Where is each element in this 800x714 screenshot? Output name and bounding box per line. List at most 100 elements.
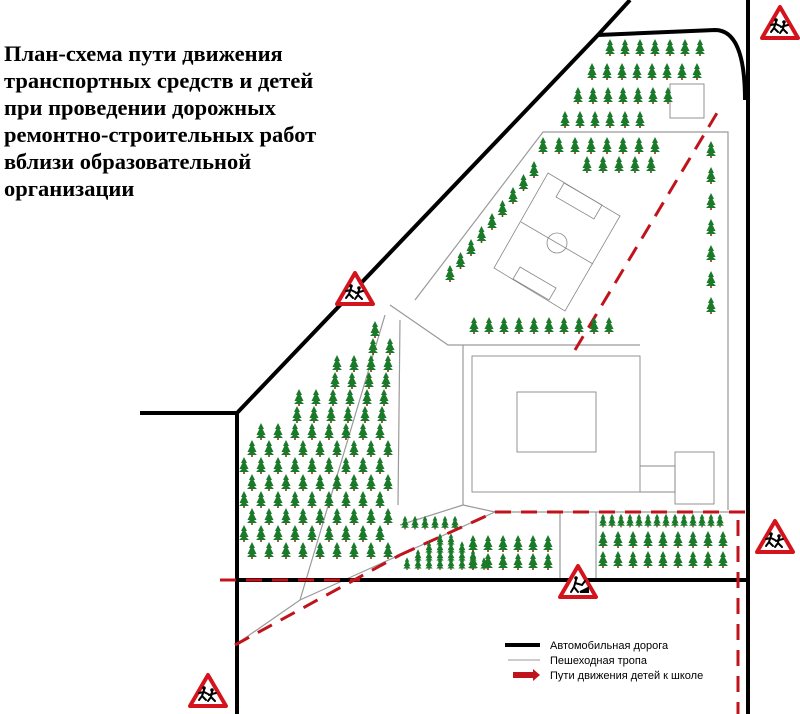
tree-icon <box>718 531 728 548</box>
tree-icon <box>377 406 387 423</box>
tree-icon <box>360 406 370 423</box>
tree-icon <box>264 440 274 457</box>
tree-icon <box>706 193 716 210</box>
tree-icon <box>256 457 266 474</box>
tree-icon <box>366 542 376 559</box>
tree-icon <box>559 317 569 334</box>
tree-icon <box>588 87 598 104</box>
tree-icon <box>298 440 308 457</box>
tree-icon <box>613 551 623 568</box>
tree-icon <box>689 513 697 528</box>
tree-icon <box>311 389 321 406</box>
tree-icon <box>598 531 608 548</box>
tree-icon <box>643 531 653 548</box>
tree-icon <box>707 513 715 528</box>
tree-icon <box>718 551 728 568</box>
tree-icon <box>543 553 553 570</box>
tree-icon <box>544 317 554 334</box>
tree-icon <box>680 39 690 56</box>
tree-icon <box>290 491 300 508</box>
children-crossing-sign-icon <box>760 5 800 40</box>
tree-icon <box>332 508 342 525</box>
tree-icon <box>436 557 444 570</box>
tree-icon <box>290 423 300 440</box>
tree-icon <box>247 474 257 491</box>
tree-icon <box>366 440 376 457</box>
tree-icon <box>281 542 291 559</box>
tree-icon <box>451 515 459 530</box>
tree-icon <box>706 245 716 262</box>
tree-icon <box>514 317 524 334</box>
legend: Автомобильная дорога Пешеходная тропа Пу… <box>505 640 703 682</box>
tree-icon <box>375 491 385 508</box>
tree-icon <box>281 474 291 491</box>
tree-icon <box>330 372 340 389</box>
tree-icon <box>618 137 628 154</box>
tree-icon <box>403 557 411 570</box>
legend-route-swatch <box>513 669 540 681</box>
title-line: организации <box>4 176 135 201</box>
tree-icon <box>634 137 644 154</box>
footpaths <box>234 131 745 646</box>
tree-icon <box>487 213 497 230</box>
tree-icon <box>273 491 283 508</box>
tree-icon <box>366 355 376 372</box>
tree-icon <box>620 111 630 128</box>
tree-icon <box>602 137 612 154</box>
tree-icon <box>358 457 368 474</box>
school-building <box>471 83 715 505</box>
tree-icon <box>630 156 640 173</box>
tree-icon <box>598 551 608 568</box>
tree-icon <box>347 372 357 389</box>
tree-icon <box>324 525 334 542</box>
tree-icon <box>662 513 670 528</box>
tree-icon <box>349 474 359 491</box>
tree-icon <box>518 174 529 191</box>
tree-icon <box>706 297 716 314</box>
tree-icon <box>362 389 372 406</box>
tree-icon <box>695 39 705 56</box>
tree-icon <box>341 491 351 508</box>
tree-icon <box>499 317 509 334</box>
tree-icon <box>381 372 391 389</box>
tree-icon <box>315 440 325 457</box>
tree-icon <box>598 156 608 173</box>
tree-icon <box>455 252 466 269</box>
tree-icon <box>324 457 334 474</box>
tree-icon <box>698 513 706 528</box>
tree-icon <box>281 508 291 525</box>
map-title: План-схема пути движения транспортных ср… <box>4 40 384 202</box>
tree-icon <box>662 63 672 80</box>
tree-icon <box>247 440 257 457</box>
tree-icon <box>366 474 376 491</box>
tree-icon <box>590 111 600 128</box>
tree-icon <box>358 491 368 508</box>
tree-icon <box>618 87 628 104</box>
tree-icon <box>706 167 716 184</box>
tree-icon <box>603 87 613 104</box>
tree-icon <box>703 531 713 548</box>
title-line: вблизи образовательной <box>4 149 252 174</box>
trees <box>239 39 728 570</box>
tree-icon <box>383 508 393 525</box>
tree-icon <box>332 440 342 457</box>
tree-icon <box>635 111 645 128</box>
tree-icon <box>383 355 393 372</box>
roads <box>140 0 750 714</box>
tree-icon <box>349 508 359 525</box>
tree-icon <box>673 531 683 548</box>
tree-icon <box>326 406 336 423</box>
tree-icon <box>256 525 266 542</box>
tree-icon <box>508 187 518 204</box>
tree-icon <box>324 491 334 508</box>
legend-road-label: Автомобильная дорога <box>550 640 669 652</box>
tree-icon <box>483 535 493 552</box>
tree-icon <box>307 423 317 440</box>
title-line: при проведении дорожных <box>4 95 276 120</box>
tree-icon <box>358 525 368 542</box>
tree-icon <box>605 111 615 128</box>
tree-icon <box>587 63 597 80</box>
tree-icon <box>613 531 623 548</box>
tree-icon <box>688 551 698 568</box>
children-crossing-sign-icon <box>755 519 795 554</box>
